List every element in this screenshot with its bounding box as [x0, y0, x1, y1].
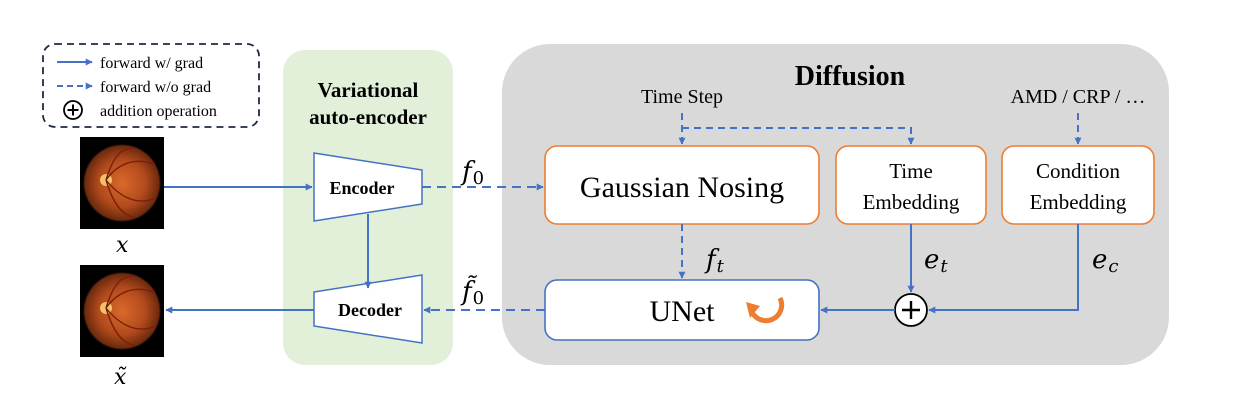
gaussian-nosing-label: Gaussian Nosing: [580, 171, 784, 204]
condition-input-label: AMD / CRP / …: [1011, 86, 1146, 108]
decoder-block: [313, 274, 423, 344]
symbol-f0-tilde: f̃0: [460, 275, 484, 309]
diffusion-title: Diffusion: [795, 61, 906, 92]
legend-dashed-label: forward w/o grad: [100, 79, 211, 96]
time-embedding-line1: Time: [889, 159, 933, 183]
refresh-icon: [746, 296, 785, 324]
fundus-image-input: [80, 137, 164, 229]
symbol-f0: f0: [460, 157, 484, 189]
fundus-image-output: [80, 265, 164, 357]
plus-icon: [63, 100, 83, 120]
symbol-x: x: [116, 233, 129, 258]
vae-title-line1: Variational: [318, 78, 419, 102]
decoder-label: Decoder: [338, 300, 402, 320]
symbol-ec: ec: [1092, 245, 1118, 277]
symbol-et: et: [924, 245, 948, 277]
vae-title-line2: auto-encoder: [309, 105, 427, 129]
addition-node-icon: [894, 293, 928, 327]
time-embedding-line2: Embedding: [863, 190, 960, 214]
encoder-block: [313, 152, 423, 222]
unet-label: UNet: [650, 295, 716, 328]
legend-solid-label: forward w/ grad: [100, 55, 203, 72]
encoder-label: Encoder: [330, 178, 395, 198]
symbol-x-tilde: x̃: [114, 365, 127, 390]
legend: forward w/ grad forward w/o grad additio…: [42, 43, 260, 128]
arrows: [164, 113, 1082, 314]
condition-embedding-line2: Embedding: [1030, 190, 1127, 214]
time-step-label: Time Step: [641, 86, 723, 108]
condition-embedding-line1: Condition: [1036, 159, 1121, 183]
legend-plus-label: addition operation: [100, 103, 217, 120]
